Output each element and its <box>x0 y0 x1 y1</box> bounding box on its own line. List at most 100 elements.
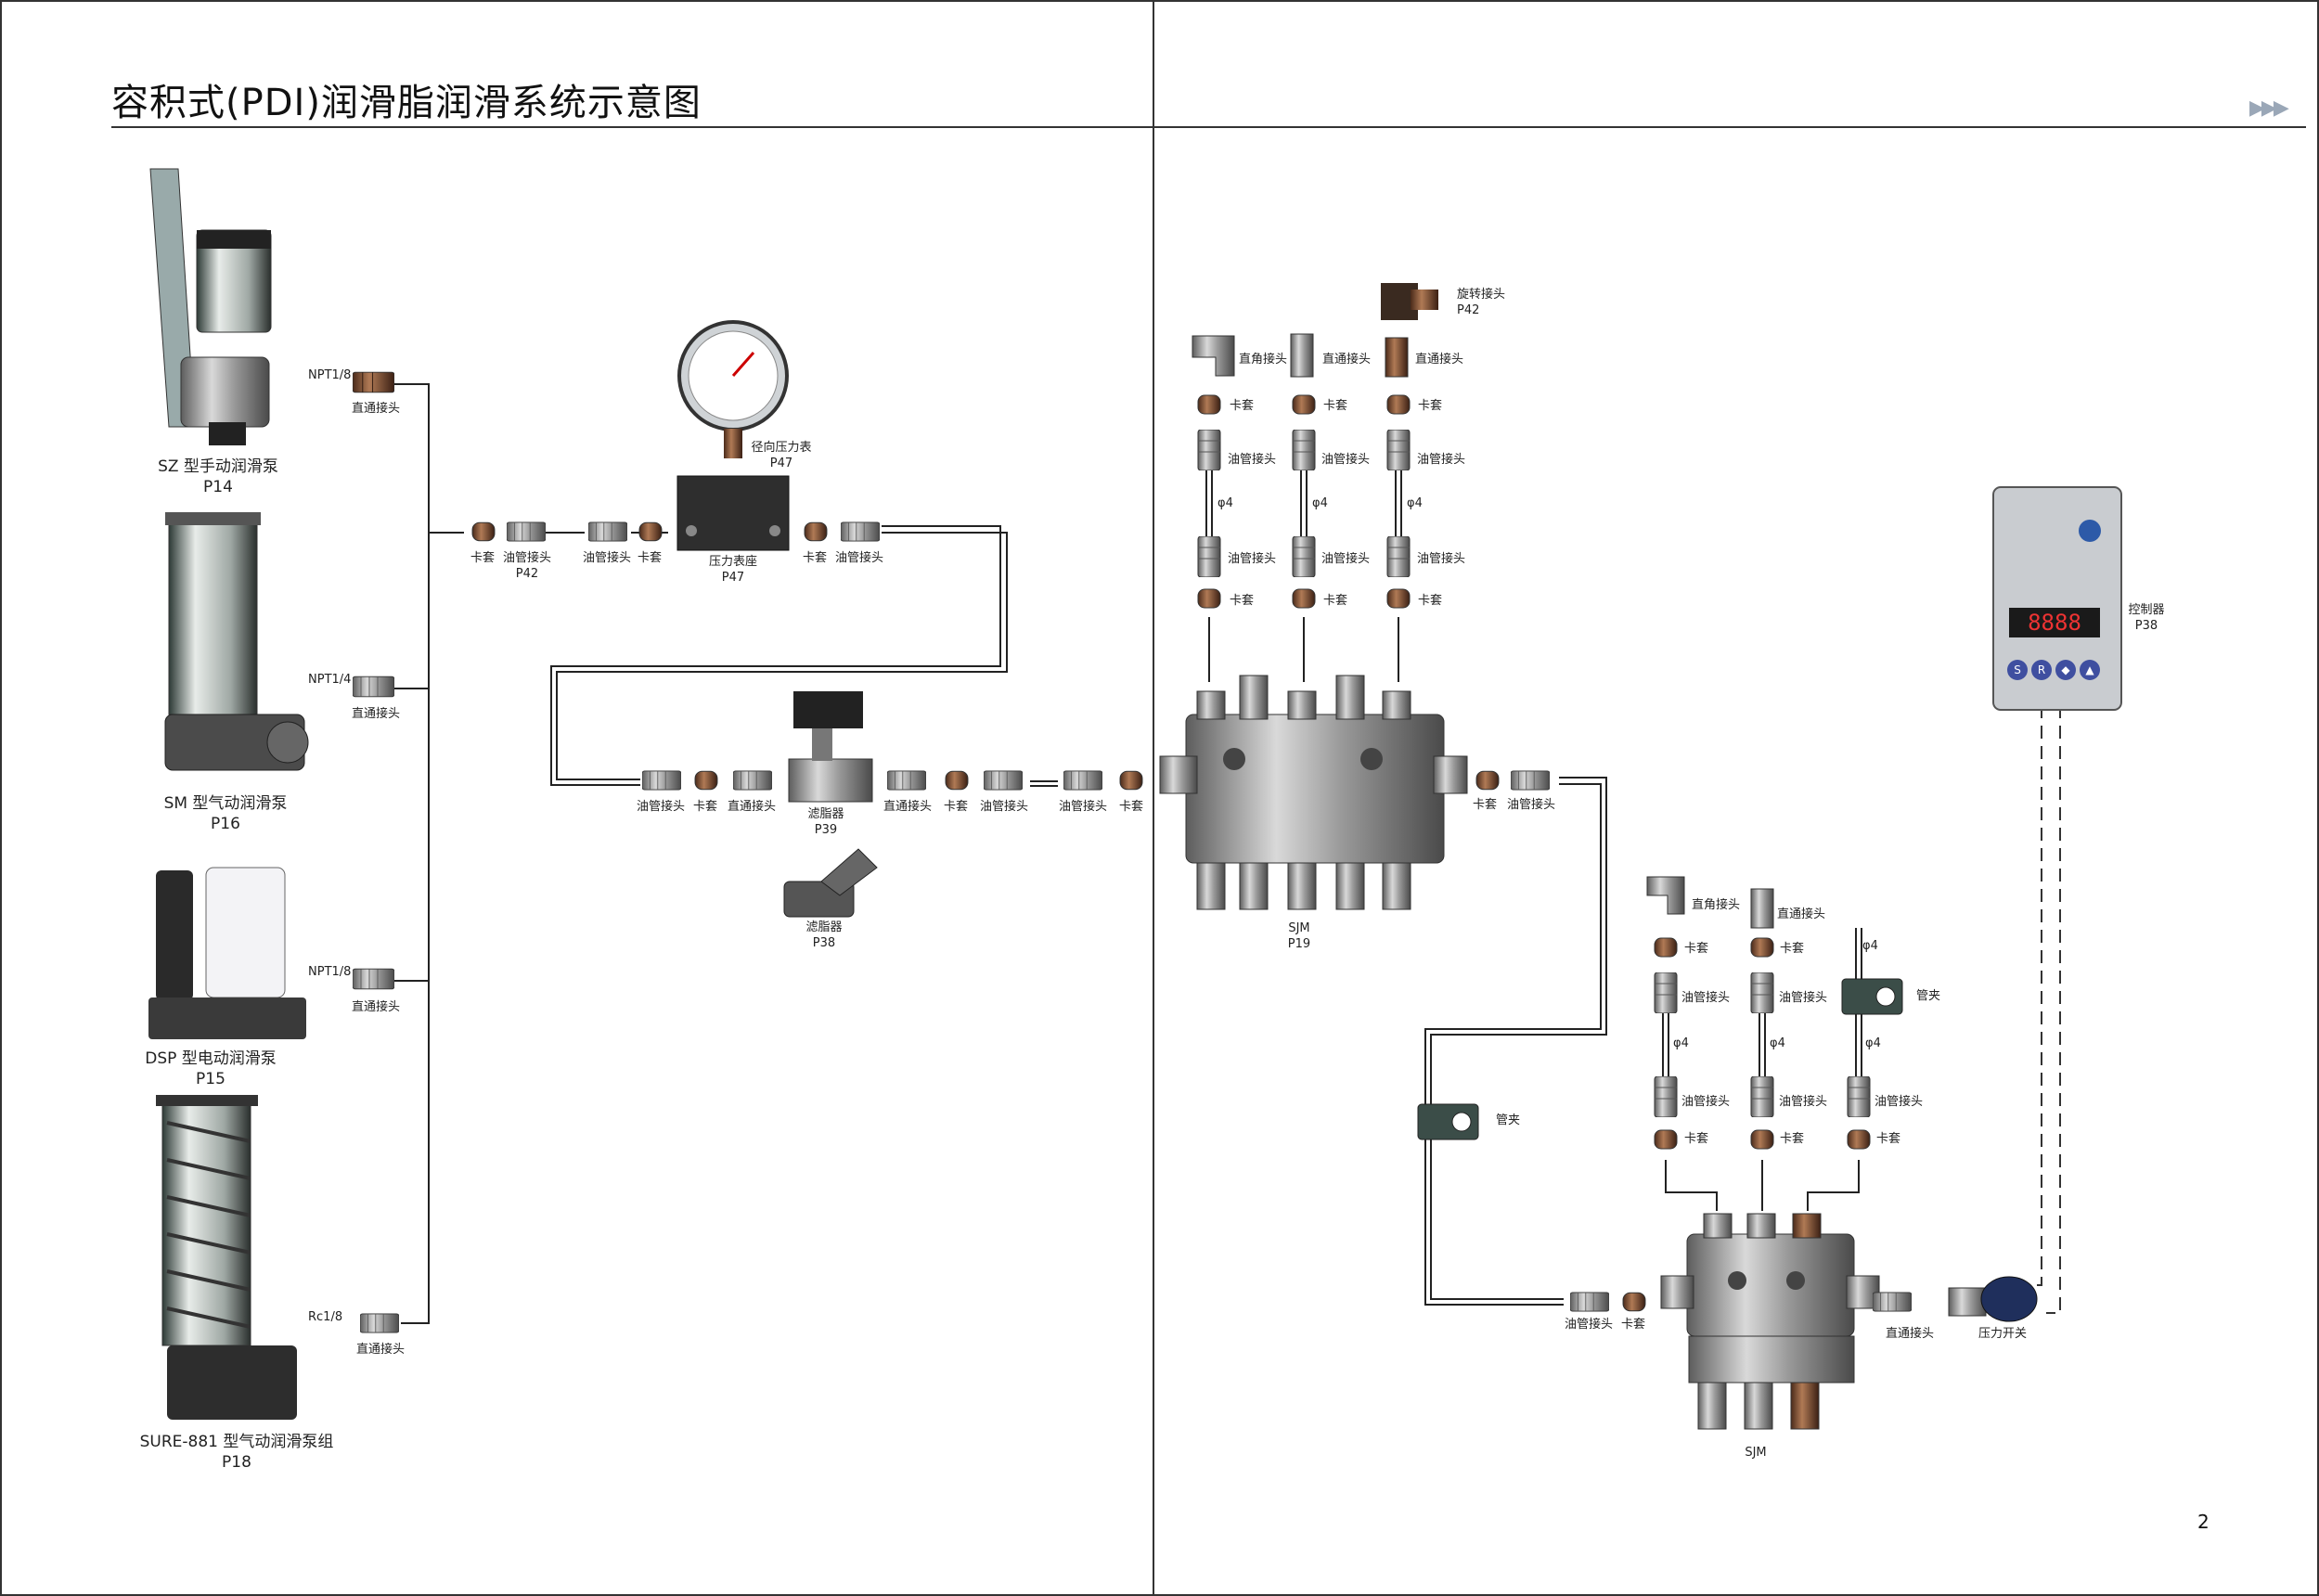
sjm1-outlet-tube-fitting-label: 油管接头 <box>1506 798 1556 812</box>
pump1-port-label: NPT1/8 <box>308 368 352 382</box>
row2-ferrule-2 <box>945 770 969 791</box>
controller-button-r[interactable]: R <box>2037 663 2046 676</box>
swivel-fitting-image <box>1381 283 1438 320</box>
sjm-divider-valve-1-image <box>1159 675 1468 910</box>
row2-ferrule-1-label: 卡套 <box>692 800 718 814</box>
sjm2-ferrule-top-1 <box>1654 937 1678 958</box>
controller-button-up[interactable]: ▲ <box>2085 663 2094 676</box>
sjm1-ferrule-bot-2-label: 卡套 <box>1323 594 1348 608</box>
gauge-block-image <box>676 475 790 551</box>
sjm1-outlet-tube-fitting <box>1511 770 1550 791</box>
sjm2-caption: SJM <box>1745 1446 1767 1460</box>
sjm1-outlet-ferrule <box>1475 770 1500 791</box>
sjm2-ferrule-bot-2-label: 卡套 <box>1780 1132 1805 1146</box>
row1-ferrule-1 <box>471 521 496 542</box>
row2-straight-fitting-2 <box>887 770 926 791</box>
sjm2-inlet-ferrule <box>1622 1292 1646 1312</box>
pump3-fitting-label: 直通接头 <box>351 1000 401 1014</box>
sjm1-straight-2-image <box>1385 337 1409 378</box>
sjm1-ferrule-bot-2 <box>1292 588 1316 609</box>
sjm1-tube-fitting-top-1 <box>1197 430 1221 470</box>
row1-tube-fitting-2 <box>588 521 627 542</box>
row2-straight-fitting-1 <box>733 770 772 791</box>
sjm2-tube-fitting-bot-2 <box>1750 1076 1774 1117</box>
dsp-electric-pump-image <box>148 867 306 1039</box>
sjm1-ferrule-top-3-label: 卡套 <box>1418 399 1443 413</box>
sjm2-ferrule-bot-1-label: 卡套 <box>1684 1132 1709 1146</box>
sjm2-tube-fitting-top-1 <box>1654 972 1678 1013</box>
sjm2-ferrule-bot-3-label: 卡套 <box>1876 1132 1901 1146</box>
sjm1-ferrule-top-1-label: 卡套 <box>1230 399 1255 413</box>
sjm1-tube-fitting-top-3-label: 油管接头 <box>1417 453 1466 467</box>
controller-button-s[interactable]: S <box>2014 663 2021 676</box>
row1-ferrule-3 <box>804 521 828 542</box>
sjm2-outlet-straight-fitting <box>1873 1292 1912 1312</box>
sjm2-tube-fitting-bot-3-label: 油管接头 <box>1875 1095 1924 1109</box>
row1-ferrule-1-label: 卡套 <box>470 551 496 565</box>
page-title: 容积式(PDI)润滑脂润滑系统示意图 <box>111 82 702 124</box>
row1-ferrule-2 <box>638 521 663 542</box>
controller-button-enter[interactable]: ◆ <box>2061 663 2070 676</box>
sjm1-pipe-2-label: φ4 <box>1312 496 1328 510</box>
sjm-divider-valve-2-image <box>1660 1213 1880 1430</box>
page-number: 2 <box>2197 1511 2209 1533</box>
sjm1-tube-fitting-top-2-label: 油管接头 <box>1321 453 1371 467</box>
pressure-switch-label: 压力开关 <box>1978 1327 2028 1341</box>
sjm1-tube-fitting-bot-3-label: 油管接头 <box>1417 552 1466 566</box>
sjm2-tube-fitting-top-1-label: 油管接头 <box>1681 991 1731 1005</box>
sjm1-tube-fitting-top-1-label: 油管接头 <box>1228 453 1277 467</box>
sjm1-ferrule-top-2-label: 卡套 <box>1323 399 1348 413</box>
sjm1-pipe-3-label: φ4 <box>1407 496 1423 510</box>
sjm2-clamp-label: 管夹 <box>1916 989 1941 1003</box>
row2-straight-2-label: 直通接头 <box>883 800 933 814</box>
sjm2-pipe-top-label: φ4 <box>1862 939 1878 953</box>
sjm2-inlet-tube-fitting <box>1570 1292 1609 1312</box>
sjm2-tube-fitting-bot-2-label: 油管接头 <box>1779 1095 1828 1109</box>
sjm1-ferrule-top-1 <box>1197 394 1221 415</box>
sjm2-elbow-image <box>1646 876 1685 915</box>
sjm2-ferrule-bot-3 <box>1847 1129 1871 1150</box>
sz-manual-pump-image <box>149 168 272 445</box>
row2-tube-fitting-2-label: 油管接头 <box>979 800 1029 814</box>
row2-ferrule-3-label: 卡套 <box>1118 800 1144 814</box>
pressure-gauge-image <box>677 320 789 458</box>
next-page-arrows-icon[interactable]: ▶▶▶ <box>2249 97 2289 120</box>
row1-tube-fitting-2-label: 油管接头 <box>582 551 632 565</box>
sm-pneumatic-pump-image <box>164 512 309 771</box>
sjm1-ferrule-bot-3-label: 卡套 <box>1418 594 1443 608</box>
controller-image <box>1992 486 2122 711</box>
controller-display: 8888 <box>2028 610 2081 636</box>
pump3-port-label: NPT1/8 <box>308 965 352 979</box>
sjm2-ferrule-top-2-label: 卡套 <box>1780 942 1805 956</box>
row2-tube-fitting-1 <box>642 770 681 791</box>
row2-ferrule-3 <box>1119 770 1143 791</box>
sjm1-pipe-1-label: φ4 <box>1217 496 1233 510</box>
sjm1-tube-fitting-bot-1 <box>1197 536 1221 577</box>
pump2-port-label: NPT1/4 <box>308 673 352 687</box>
row1-tube-fitting-3 <box>841 521 880 542</box>
sjm1-straight-1-label: 直通接头 <box>1322 353 1372 367</box>
sjm1-ferrule-top-2 <box>1292 394 1316 415</box>
inline-filter-image <box>788 691 873 803</box>
sjm1-ferrule-bot-1 <box>1197 588 1221 609</box>
pump1-fitting-label: 直通接头 <box>351 402 401 416</box>
row1-tube-fitting-3-label: 油管接头 <box>834 551 884 565</box>
sjm1-tube-fitting-top-3 <box>1386 430 1411 470</box>
sjm2-tube-fitting-bot-1 <box>1654 1076 1678 1117</box>
sjm1-elbow-label: 直角接头 <box>1239 353 1288 367</box>
row2-straight-1-label: 直通接头 <box>727 800 777 814</box>
row1-tube-fitting-1 <box>507 521 546 542</box>
pump4-port-label: Rc1/8 <box>308 1310 343 1324</box>
sjm2-ferrule-top-1-label: 卡套 <box>1684 942 1709 956</box>
sjm2-ferrule-bot-1 <box>1654 1129 1678 1150</box>
main-pipe-clamp-label: 管夹 <box>1496 1113 1521 1127</box>
controller-signal-lines <box>2030 705 2061 1314</box>
